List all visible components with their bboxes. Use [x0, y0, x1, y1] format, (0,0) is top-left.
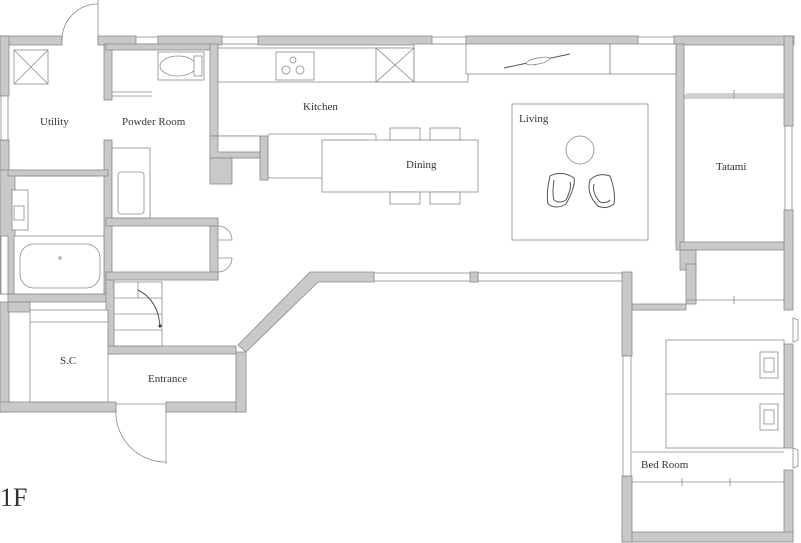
label-kitchen: Kitchen: [303, 101, 338, 113]
label-sc: S.C: [60, 355, 76, 367]
label-bed-room: Bed Room: [641, 459, 689, 471]
label-utility: Utility: [40, 116, 69, 128]
room-labels: Utility Powder Room Kitchen Living Dinin…: [0, 101, 746, 512]
doors: [18, 0, 799, 469]
label-powder-room: Powder Room: [122, 116, 186, 128]
floor-label: 1F: [0, 483, 27, 512]
outer-walls: [0, 35, 795, 543]
label-entrance: Entrance: [148, 373, 187, 385]
fixtures: [11, 43, 785, 486]
label-tatami: Tatami: [716, 161, 746, 173]
interior-walls: [7, 43, 785, 355]
label-living: Living: [519, 113, 549, 125]
label-dining: Dining: [406, 159, 437, 171]
